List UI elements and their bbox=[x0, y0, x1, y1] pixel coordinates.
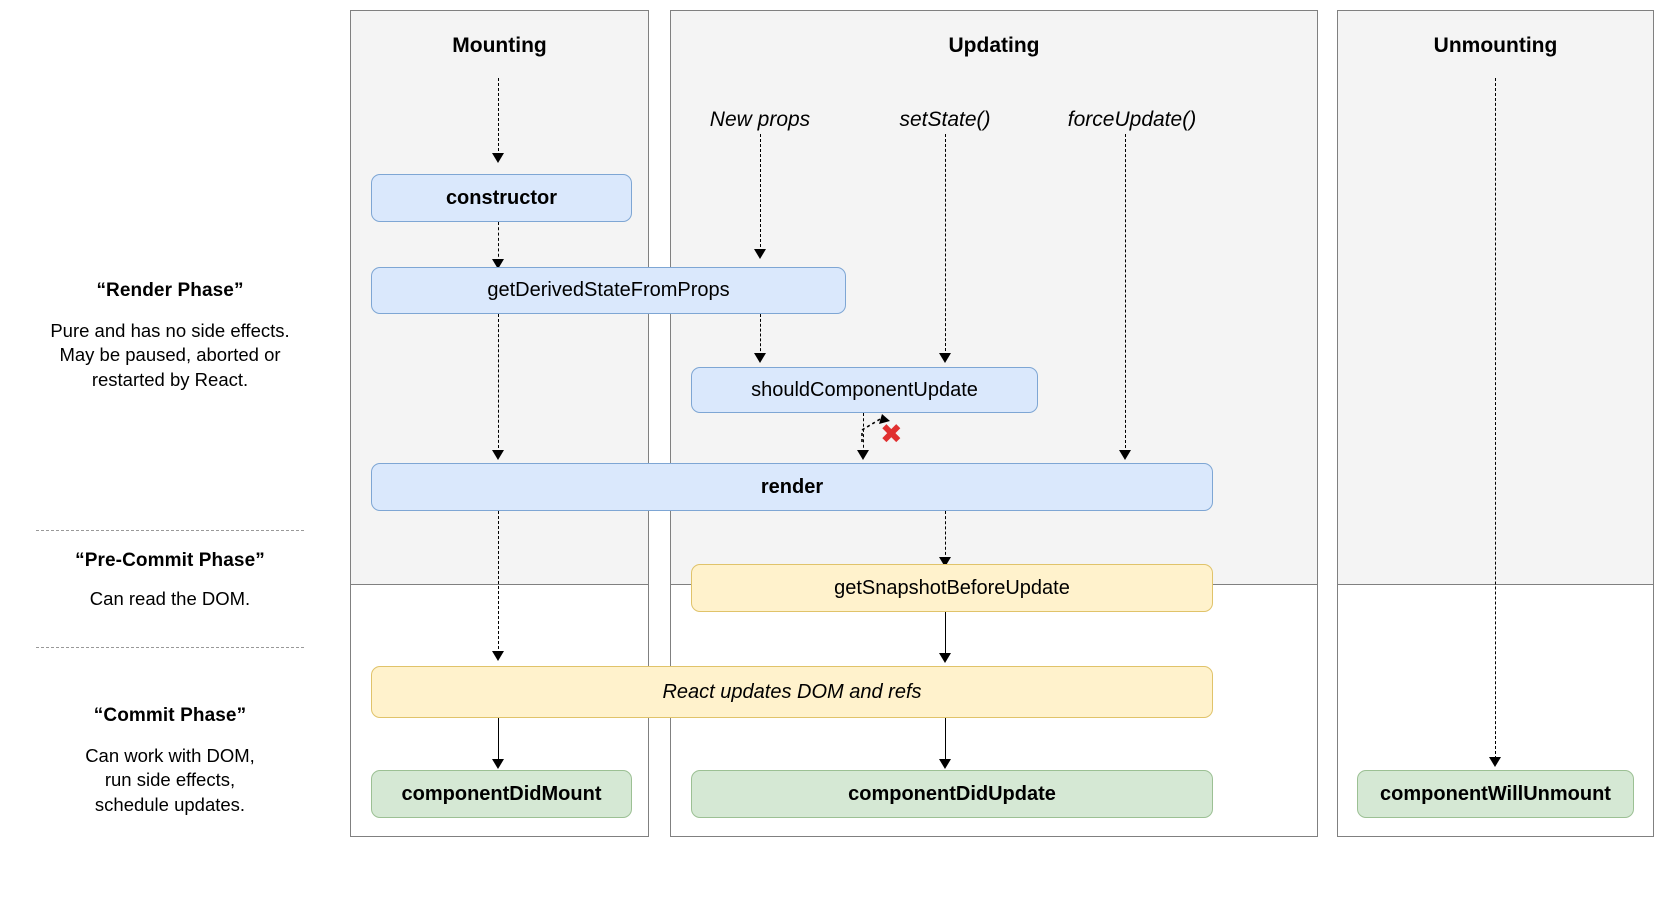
column-title-unmounting: Unmounting bbox=[1433, 34, 1558, 57]
trigger-set-state: setState() bbox=[899, 108, 991, 131]
connector-render-to-snapshot bbox=[945, 511, 946, 560]
legend-divider-top bbox=[36, 530, 304, 531]
arrowhead-gdsfp-to-scu bbox=[754, 353, 766, 363]
connector-gdsfp-to-scu bbox=[760, 314, 761, 356]
node-component-did-update[interactable]: componentDidUpdate bbox=[691, 770, 1213, 818]
connector-set-state bbox=[945, 134, 946, 356]
arrowhead-force-update bbox=[1119, 450, 1131, 460]
trigger-new-props: New props bbox=[709, 108, 811, 131]
connector-gdsfp-to-render bbox=[498, 314, 499, 453]
arrowhead-snapshot-to-dom bbox=[939, 653, 951, 663]
node-constructor[interactable]: constructor bbox=[371, 174, 632, 222]
arrowhead-set-state bbox=[939, 353, 951, 363]
legend-render-phase-body: Pure and has no side effects. May be pau… bbox=[50, 320, 290, 390]
arrowhead-unmounting bbox=[1489, 757, 1501, 767]
legend-render-phase-title: “Render Phase” bbox=[96, 280, 244, 301]
connector-scu-skip-branch bbox=[852, 412, 902, 444]
arrowhead-new-props bbox=[754, 249, 766, 259]
connector-dom-to-did-mount bbox=[498, 718, 499, 762]
node-render[interactable]: render bbox=[371, 463, 1213, 511]
connector-constructor-to-gdsfp bbox=[498, 222, 499, 262]
legend-commit-phase: “Commit Phase” Can work with DOM, run si… bbox=[0, 703, 340, 817]
connector-new-props bbox=[760, 134, 761, 252]
column-title-updating: Updating bbox=[948, 34, 1040, 57]
arrowhead-gdsfp-to-render bbox=[492, 450, 504, 460]
arrowhead-dom-to-did-update bbox=[939, 759, 951, 769]
skip-render-x-icon: ✖ bbox=[880, 419, 903, 450]
node-get-derived-state-from-props[interactable]: getDerivedStateFromProps bbox=[371, 267, 846, 314]
connector-unmounting bbox=[1495, 78, 1496, 759]
node-component-did-mount[interactable]: componentDidMount bbox=[371, 770, 632, 818]
arrowhead-mounting-top bbox=[492, 153, 504, 163]
legend-commit-phase-title: “Commit Phase” bbox=[93, 705, 247, 726]
node-react-updates-dom-and-refs[interactable]: React updates DOM and refs bbox=[371, 666, 1213, 718]
legend-render-phase: “Render Phase” Pure and has no side effe… bbox=[0, 278, 340, 392]
trigger-force-update: forceUpdate() bbox=[1067, 108, 1197, 131]
connector-scu-to-render bbox=[863, 413, 864, 453]
arrowhead-scu-to-render bbox=[857, 450, 869, 460]
connector-force-update bbox=[1125, 134, 1126, 453]
legend-divider-bottom bbox=[36, 647, 304, 648]
connector-mounting-top bbox=[498, 78, 499, 156]
connector-dom-to-did-update bbox=[945, 718, 946, 762]
legend-pre-commit-phase-title: “Pre-Commit Phase” bbox=[75, 550, 265, 571]
legend-pre-commit-phase: “Pre-Commit Phase” Can read the DOM. bbox=[0, 548, 340, 611]
column-title-mounting: Mounting bbox=[452, 34, 547, 57]
connector-snapshot-to-dom bbox=[945, 612, 946, 656]
arrowhead-render-to-did-mount bbox=[492, 651, 504, 661]
legend-pre-commit-phase-body: Can read the DOM. bbox=[89, 588, 251, 610]
connector-render-to-did-mount bbox=[498, 511, 499, 654]
node-component-will-unmount[interactable]: componentWillUnmount bbox=[1357, 770, 1634, 818]
node-should-component-update[interactable]: shouldComponentUpdate bbox=[691, 367, 1038, 413]
arrowhead-render-to-snapshot bbox=[939, 557, 951, 567]
arrowhead-constructor-to-gdsfp bbox=[492, 259, 504, 269]
skip-branch-svg bbox=[861, 414, 890, 442]
node-get-snapshot-before-update[interactable]: getSnapshotBeforeUpdate bbox=[691, 564, 1213, 612]
legend-commit-phase-body: Can work with DOM, run side effects, sch… bbox=[85, 745, 255, 815]
arrowhead-dom-to-did-mount bbox=[492, 759, 504, 769]
